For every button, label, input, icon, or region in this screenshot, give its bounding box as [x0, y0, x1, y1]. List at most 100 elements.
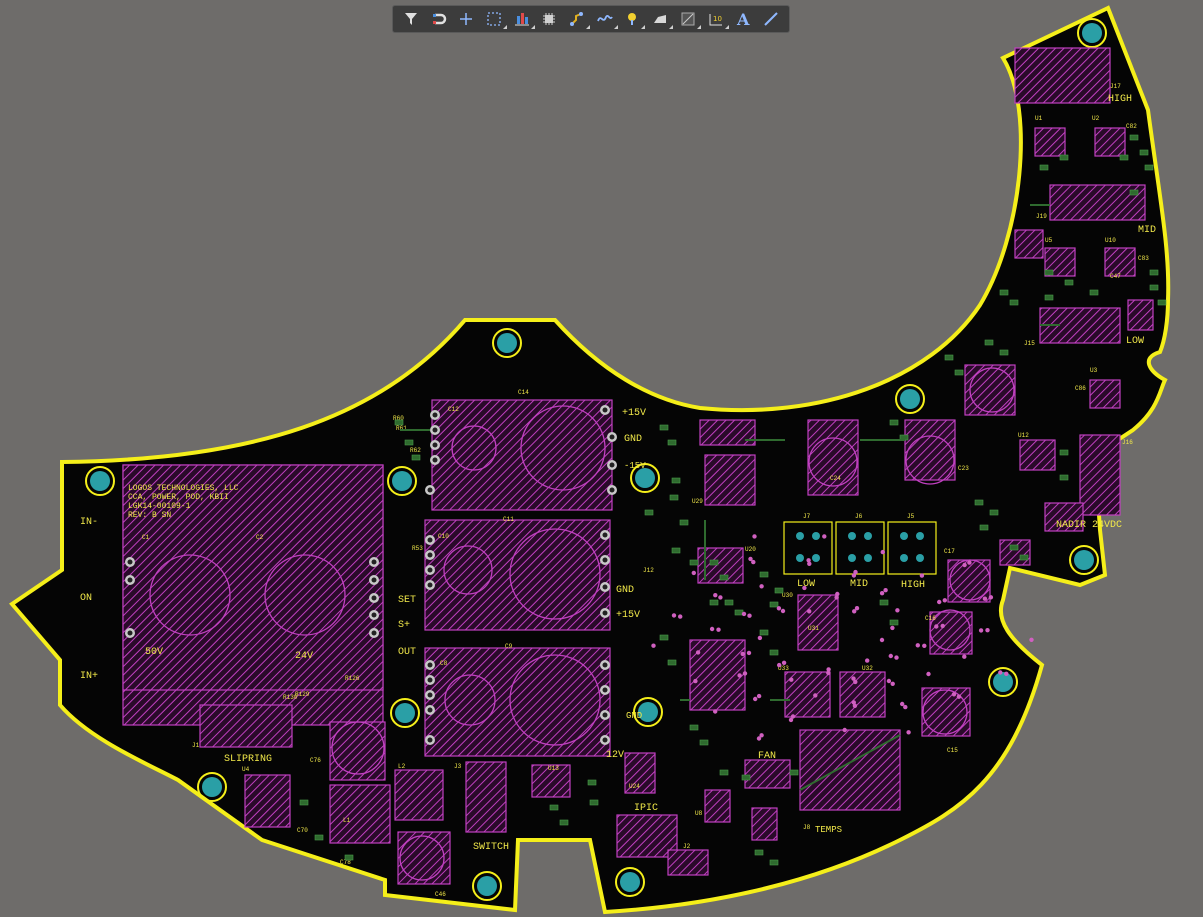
via [854, 606, 860, 611]
via [756, 736, 762, 741]
align-button[interactable] [508, 7, 536, 31]
component-body [807, 419, 859, 496]
refdes-label: R53 [412, 545, 423, 552]
via [671, 613, 677, 618]
tune-length-button[interactable] [619, 7, 647, 31]
capacitor-outline [399, 835, 445, 881]
dimension-button[interactable]: 10 [702, 7, 730, 31]
polygon-fill-button[interactable] [646, 7, 674, 31]
pad-hole [371, 630, 377, 636]
interactive-route-button[interactable] [563, 7, 591, 31]
label-s1: S+ [398, 620, 410, 631]
smd-part [411, 454, 421, 461]
refdes-label: C83 [1138, 255, 1149, 262]
refdes-label: J3 [454, 763, 462, 770]
via [919, 573, 925, 578]
smd-part [344, 854, 354, 861]
refdes-label: C23 [958, 465, 969, 472]
crosshair-add-button[interactable] [452, 7, 480, 31]
refdes-label: U3 [1090, 367, 1098, 374]
label-gnd2: GND [616, 585, 634, 596]
pad-hole [427, 582, 433, 588]
refdes-label: J19 [1036, 213, 1047, 220]
pad-hole [427, 552, 433, 558]
refdes-label: J15 [1024, 340, 1035, 347]
diff-pair-route-button[interactable] [591, 7, 619, 31]
component-body [531, 764, 571, 798]
smd-part [954, 369, 964, 376]
refdes-label: J1 [192, 742, 200, 749]
smd-part [1059, 154, 1069, 161]
line-button[interactable] [757, 7, 785, 31]
smd-part [669, 494, 679, 501]
component-body [199, 704, 293, 748]
via [746, 650, 752, 656]
connector-pin [916, 554, 924, 562]
via [835, 591, 840, 597]
capacitor-outline [443, 545, 493, 595]
smd-part [1129, 134, 1139, 141]
via [807, 561, 812, 566]
component-body [839, 671, 886, 718]
label-in-minus: IN- [80, 517, 98, 528]
refdes-label: R130 [283, 694, 298, 701]
refdes-label: J7 [803, 513, 811, 520]
refdes-label: U10 [1105, 237, 1116, 244]
via [802, 585, 807, 591]
string-text-button[interactable]: A [730, 7, 758, 31]
component-button[interactable] [536, 7, 564, 31]
label-slipring: SLIPRING [224, 754, 272, 765]
component-body [667, 849, 709, 876]
select-rect-button[interactable] [480, 7, 508, 31]
refdes-label: C1 [142, 534, 150, 541]
capacitor-outline [808, 437, 858, 487]
route-magnet-button[interactable] [425, 7, 453, 31]
smd-part [314, 834, 324, 841]
smd-part [1009, 544, 1019, 551]
vias-layer [299, 134, 1167, 866]
label-low: LOW [1126, 336, 1144, 347]
smd-part [689, 724, 699, 731]
refdes-label: R129 [295, 691, 310, 698]
refdes-label: J5 [907, 513, 915, 520]
graphic-button[interactable] [674, 7, 702, 31]
refdes-label: U2 [1092, 115, 1100, 122]
interactive-route-icon [570, 12, 584, 26]
pad-hole [427, 487, 433, 493]
smd-part [689, 559, 699, 566]
smd-part [719, 574, 729, 581]
pad-hole [602, 737, 608, 743]
dropdown-arrow-icon [669, 25, 674, 29]
component-body [921, 687, 971, 737]
pad-hole [602, 407, 608, 413]
component-icon [543, 13, 556, 25]
via [978, 628, 984, 633]
refdes-label: J12 [643, 567, 654, 574]
components-layer [122, 47, 1154, 885]
mounting-hole [1077, 18, 1107, 48]
pad-hole [427, 677, 433, 683]
mounting-hole-drill [638, 702, 658, 722]
via [713, 709, 718, 714]
via [926, 671, 931, 677]
mounting-hole [387, 466, 417, 496]
label-p15v2: +15V [616, 610, 640, 621]
via [826, 667, 831, 672]
via [748, 556, 753, 562]
mounting-hole-drill [635, 468, 655, 488]
graphic-icon [681, 12, 695, 26]
pad-hole [427, 567, 433, 573]
refdes-label: C86 [1075, 385, 1086, 392]
smd-part [719, 769, 729, 776]
filter-button[interactable] [397, 7, 425, 31]
via [888, 653, 893, 659]
pad-hole [432, 427, 438, 433]
pad-hole [602, 712, 608, 718]
label-temps: TEMPS [815, 825, 842, 835]
mounting-hole [85, 466, 115, 496]
pad-hole [427, 692, 433, 698]
dimension-icon: 10 [709, 14, 722, 26]
string-text-icon: A [736, 11, 750, 27]
